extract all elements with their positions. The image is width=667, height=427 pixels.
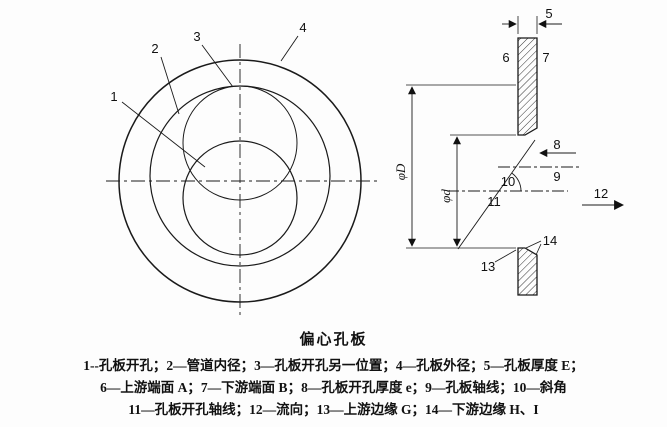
- callout-14-label: 14: [543, 233, 557, 248]
- side-view: [406, 16, 624, 296]
- callout-6-label: 6: [502, 50, 509, 65]
- front-view-labels: 1 2 3 4: [110, 20, 306, 104]
- plate-section-upper: [517, 37, 538, 136]
- leader-1: [121, 101, 206, 168]
- dim-phiD-label: φD: [393, 163, 408, 180]
- front-view: [106, 35, 380, 318]
- callout-13-label: 13: [481, 259, 495, 274]
- side-view-labels: 5 6 7 8 9 10 11 12 13 14 φD φd: [393, 6, 608, 274]
- callout-7-label: 7: [542, 50, 549, 65]
- caption-block: 偏心孔板 1--孔板开孔；2—管道内径；3—孔板开孔另一位置；4—孔板外径；5—…: [0, 326, 667, 421]
- plate-outer-circle: [118, 59, 362, 303]
- leader-3: [201, 44, 234, 88]
- callout-11-label: 11: [487, 194, 501, 209]
- diagram-title: 偏心孔板: [299, 332, 368, 348]
- legend-line-2: 6—上游端面 A；7—下游端面 B；8—孔板开孔厚度 e；9—孔板轴线；10—斜…: [100, 380, 567, 395]
- callout-10-label: 10: [501, 174, 515, 189]
- orifice-bore-circle: [182, 140, 298, 256]
- callout-12-label: 12: [594, 186, 608, 201]
- legend-line-1: 1--孔板开孔；2—管道内径；3—孔板开孔另一位置；4—孔板外径；5—孔板厚度 …: [83, 358, 584, 373]
- bevel-angle-line: [457, 139, 536, 250]
- callout-1-label: 1: [110, 89, 117, 104]
- orifice-plate-diagram: 1 2 3 4: [106, 6, 624, 318]
- callout-5-label: 5: [545, 6, 552, 21]
- callout-3-label: 3: [193, 29, 200, 44]
- orifice-alt-position-circle: [182, 85, 298, 201]
- leader-14a: [525, 240, 542, 249]
- bevel-angle-arc: [511, 172, 522, 192]
- legend-line-3: 11—孔板开孔轴线；12—流向；13—上游边缘 G；14—下游边缘 H、I: [128, 402, 539, 417]
- leader-13: [494, 249, 517, 263]
- dim-phid-label: φd: [438, 189, 453, 203]
- callout-8-label: 8: [553, 137, 560, 152]
- leader-2: [160, 56, 180, 115]
- callout-9-label: 9: [553, 169, 560, 184]
- leader-14b: [535, 243, 542, 256]
- leader-4: [280, 35, 299, 62]
- callout-2-label: 2: [151, 41, 158, 56]
- plate-section-lower: [517, 247, 538, 296]
- callout-4-label: 4: [299, 20, 306, 35]
